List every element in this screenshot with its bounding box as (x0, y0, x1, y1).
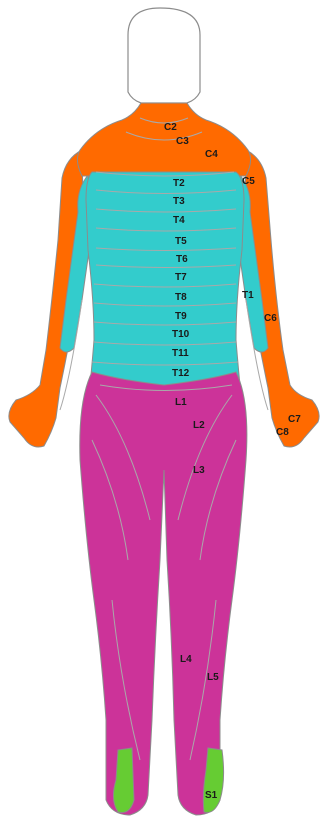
label-c5: C5 (242, 176, 255, 187)
label-t9: T9 (175, 311, 187, 322)
label-t5: T5 (175, 236, 187, 247)
label-l2: L2 (193, 420, 205, 431)
label-c4: C4 (205, 149, 218, 160)
label-t11: T11 (172, 348, 189, 359)
label-t1: T1 (242, 290, 254, 301)
label-c8: C8 (276, 427, 289, 438)
label-l4: L4 (180, 654, 192, 665)
label-c6: C6 (264, 313, 277, 324)
label-t10: T10 (172, 329, 190, 340)
label-c2: C2 (164, 122, 177, 133)
label-t3: T3 (173, 196, 185, 207)
label-l1: L1 (175, 397, 187, 408)
label-c3: C3 (176, 136, 189, 147)
label-s1: S1 (205, 790, 218, 801)
label-t4: T4 (173, 215, 185, 226)
label-t2: T2 (173, 178, 185, 189)
label-t8: T8 (175, 292, 187, 303)
label-l3: L3 (193, 465, 205, 476)
legs (80, 372, 247, 815)
label-l5: L5 (207, 672, 219, 683)
label-c7: C7 (288, 414, 301, 425)
label-t12: T12 (172, 368, 190, 379)
label-t6: T6 (176, 254, 188, 265)
label-t7: T7 (175, 272, 187, 283)
head-outline (128, 8, 200, 103)
torso (86, 172, 244, 385)
